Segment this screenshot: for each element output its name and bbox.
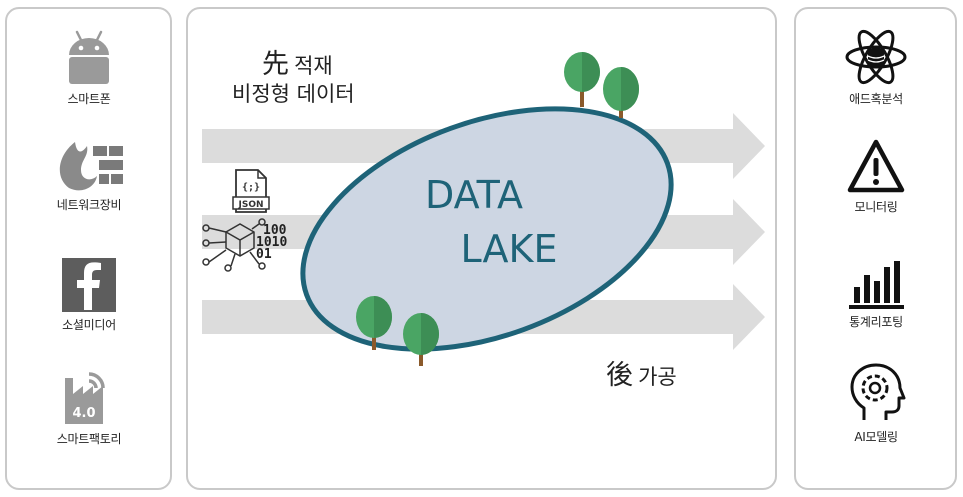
bottom-note-text: 가공 — [638, 365, 677, 389]
analytics-label: 모니터링 — [854, 200, 898, 214]
binary-line: 100 — [263, 223, 287, 238]
analytics-panel — [794, 7, 957, 490]
analytics-item-monitoring: 모니터링 — [806, 138, 946, 215]
analytics-label: 통계리포팅 — [849, 315, 903, 329]
android-icon — [69, 30, 109, 84]
bottom-note: 後 가공 — [606, 353, 677, 392]
bar-chart-icon — [849, 261, 904, 309]
data-lake-ellipse — [300, 106, 674, 352]
binary-line: 01 — [256, 247, 272, 262]
top-note-line2: 비정형 데이터 — [232, 82, 355, 106]
analytics-item-ai: AI모델링 — [806, 362, 946, 445]
tree-icon — [603, 67, 639, 118]
analytics-item-adhoc: 애드혹분석 — [806, 28, 946, 107]
json-braces: {;} — [242, 182, 260, 193]
tree-icon — [403, 313, 439, 366]
facebook-icon — [62, 258, 116, 312]
analytics-item-statistics: 통계리포팅 — [806, 255, 946, 330]
lake-title-line2: LAKE — [461, 227, 558, 271]
firewall-icon — [59, 142, 123, 191]
data-network-icon — [202, 218, 266, 272]
bottom-note-char: 後 — [606, 360, 633, 391]
source-item-smartphone: 스마트폰 — [19, 28, 159, 107]
source-label: 네트워크장비 — [56, 198, 122, 212]
analytics-label: AI모델링 — [854, 430, 898, 444]
warning-icon — [847, 139, 905, 193]
smart-factory-icon: 4.0 — [65, 372, 105, 424]
source-label: 스마트팩토리 — [56, 432, 122, 446]
json-file-icon: {;} JSON — [232, 169, 270, 213]
tree-icon — [356, 296, 392, 350]
source-label: 소셜미디어 — [62, 318, 116, 332]
source-item-social-media: 소셜미디어 — [19, 258, 159, 333]
source-item-network: 네트워크장비 — [19, 138, 159, 213]
binary-line: 1010 — [256, 235, 287, 250]
ai-head-gear-icon — [850, 363, 906, 420]
source-label: 스마트폰 — [67, 92, 111, 106]
top-note-line1: 적재 — [294, 54, 333, 78]
top-note-char: 先 — [262, 49, 289, 80]
atom-database-icon — [845, 29, 907, 85]
factory-badge: 4.0 — [72, 406, 95, 421]
top-note: 先 적재 — [262, 42, 333, 81]
source-item-smart-factory: 4.0 스마트팩토리 — [19, 368, 159, 447]
lake-title-line1: DATA — [425, 173, 523, 217]
analytics-label: 애드혹분석 — [849, 92, 903, 106]
tree-icon — [564, 52, 600, 107]
json-label: JSON — [237, 200, 263, 210]
